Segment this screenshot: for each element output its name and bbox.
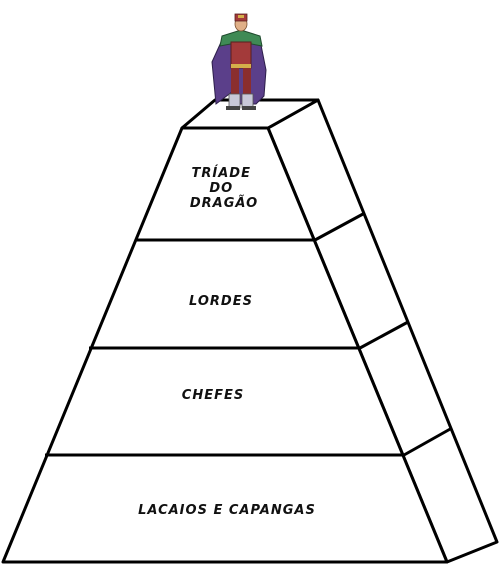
tier-label-lordes: LORDES — [189, 294, 253, 309]
side-divider-3 — [403, 426, 453, 457]
tier-label-triade: TRÍADE DO DRAGÃO — [190, 165, 258, 211]
tier-label-chefes: CHEFES — [182, 388, 244, 403]
side-divider-1 — [314, 212, 364, 242]
caped-villain-figure-icon — [211, 13, 267, 110]
side-divider-2 — [359, 320, 409, 350]
tier-label-lacaios: LACAIOS E CAPANGAS — [138, 503, 316, 518]
